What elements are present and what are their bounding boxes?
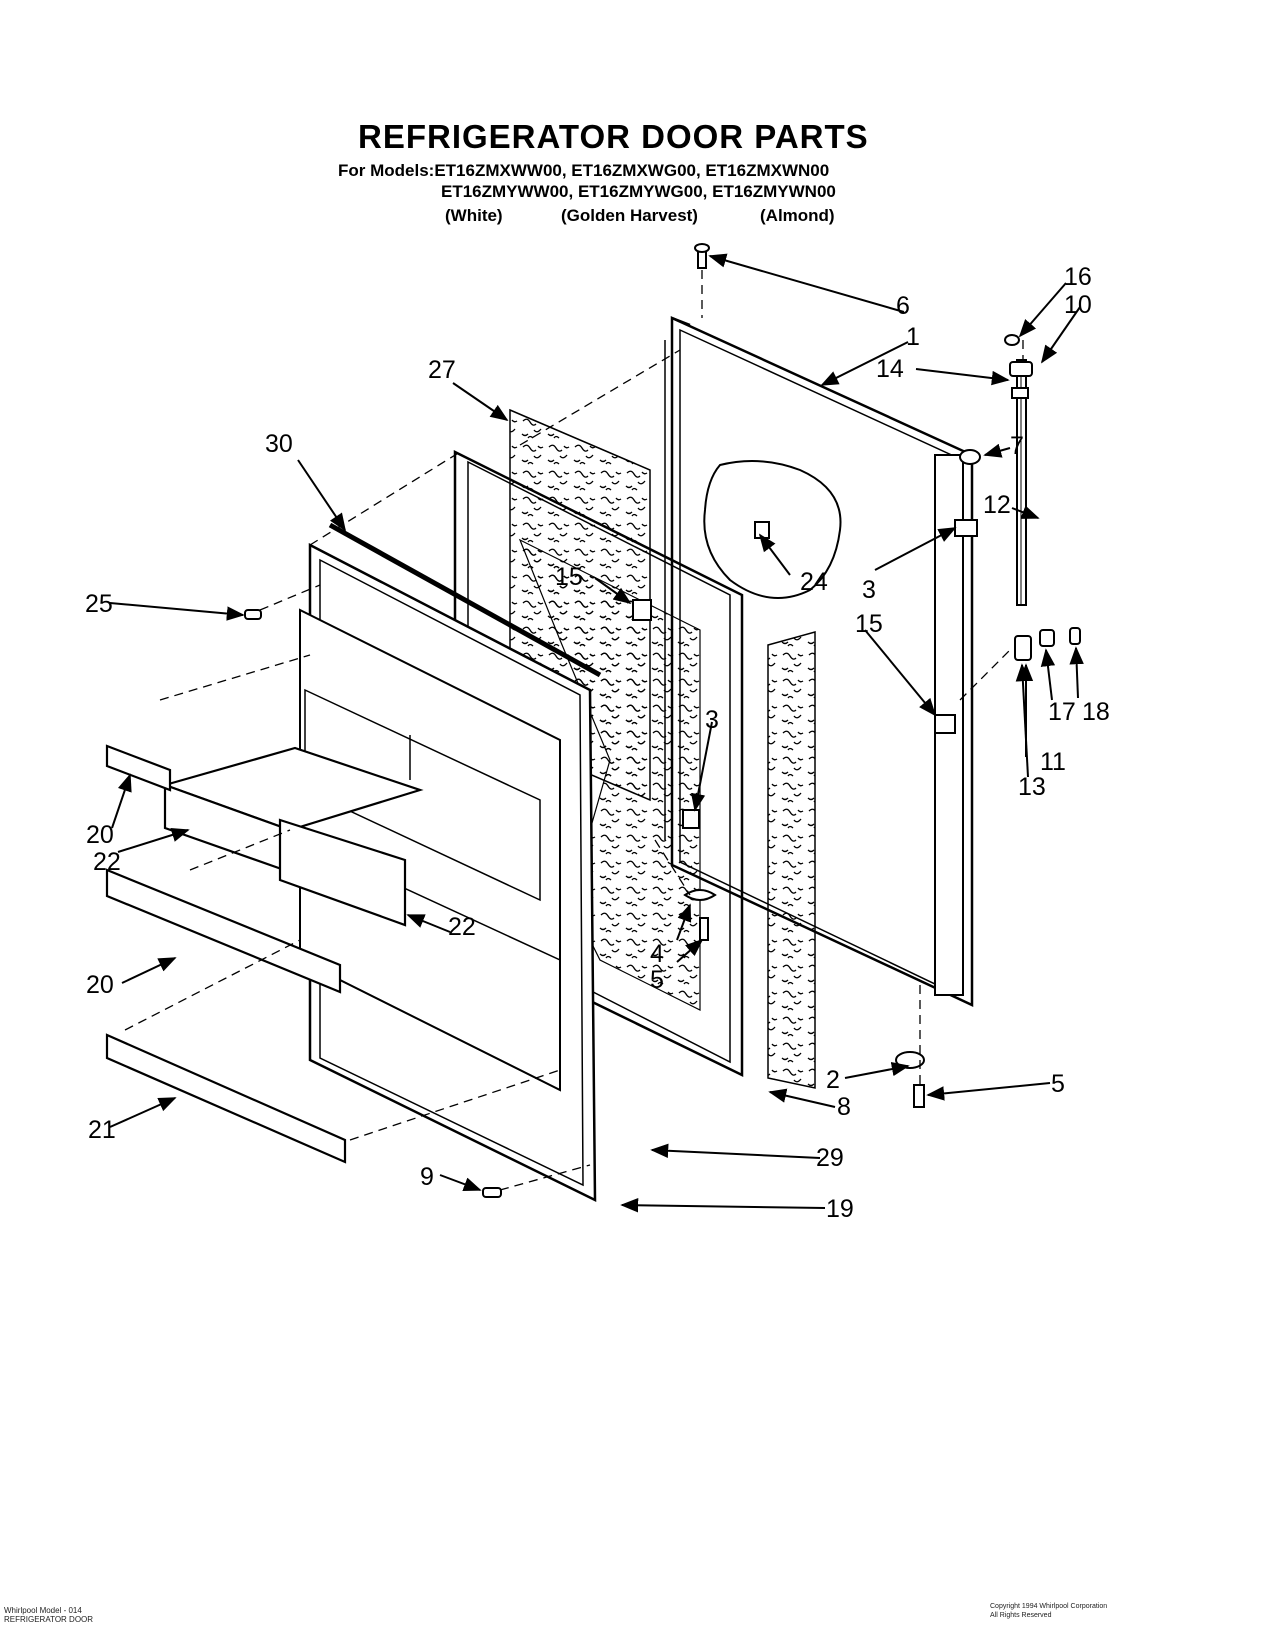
callout-17: 17 xyxy=(1048,698,1076,726)
outer-door-panel xyxy=(664,316,974,1007)
alignment-lines xyxy=(124,270,1024,1191)
shelf-retainer-bars xyxy=(105,744,342,994)
color-white: (White) xyxy=(445,206,503,225)
callout-30: 30 xyxy=(265,430,293,458)
model-line-1: For Models:ET16ZMXWW00, ET16ZMXWG00, ET1… xyxy=(338,161,830,180)
callout-3-hinge: 3 xyxy=(862,576,876,604)
callout-2: 2 xyxy=(826,1066,840,1094)
footer-right-line-2: All Rights Reserved xyxy=(990,1612,1052,1619)
liner-trim-strip xyxy=(328,522,602,678)
foam-insulation-right xyxy=(767,631,816,1089)
callout-5-right: 5 xyxy=(1051,1070,1065,1098)
callout-20-lower: 20 xyxy=(86,971,114,999)
callout-21: 21 xyxy=(88,1116,116,1144)
upper-door-shelf xyxy=(161,746,424,874)
callout-6: 6 xyxy=(896,292,910,320)
callout-15-left: 15 xyxy=(555,563,583,591)
color-almond: (Almond) xyxy=(760,206,835,225)
leader-lines xyxy=(109,253,1084,1213)
callout-11: 11 xyxy=(1040,748,1066,776)
middle-door-shelf xyxy=(278,818,407,927)
callout-1: 1 xyxy=(906,323,920,351)
footer-left-line-1: Whirlpool Model - 014 xyxy=(4,1606,82,1615)
callout-24: 24 xyxy=(800,568,828,596)
footer-copyright: Copyright 1994 Whirlpool Corporation All… xyxy=(990,1602,1107,1620)
callout-3-lower: 3 xyxy=(705,706,719,734)
callout-8: 8 xyxy=(837,1093,851,1121)
inner-door-liner xyxy=(299,542,597,1203)
callout-29: 29 xyxy=(816,1144,844,1172)
hinge-assembly xyxy=(244,243,1081,1198)
callout-20-upper: 20 xyxy=(86,821,114,849)
callout-5-lower: 5 xyxy=(650,966,664,994)
color-golden-harvest: (Golden Harvest) xyxy=(561,206,698,225)
callout-27: 27 xyxy=(428,356,456,384)
model-line-2: ET16ZMYWW00, ET16ZMYWG00, ET16ZMYWN00 xyxy=(441,182,836,201)
callout-19: 19 xyxy=(826,1195,854,1223)
footer-right-line-1: Copyright 1994 Whirlpool Corporation xyxy=(990,1603,1108,1610)
callout-4: 4 xyxy=(650,940,664,968)
callout-18: 18 xyxy=(1082,698,1110,726)
callout-9: 9 xyxy=(420,1163,434,1191)
callout-22-left: 22 xyxy=(93,848,121,876)
footer-left-note: Whirlpool Model - 014 REFRIGERATOR DOOR xyxy=(4,1606,93,1624)
callout-13: 13 xyxy=(1018,773,1046,801)
callout-7: 7 xyxy=(1010,432,1024,460)
callout-25: 25 xyxy=(85,590,113,618)
callout-12: 12 xyxy=(983,491,1011,519)
page-title: REFRIGERATOR DOOR PARTS xyxy=(358,118,869,155)
bottom-trim-rail xyxy=(105,1033,347,1164)
callout-15-right: 15 xyxy=(855,610,883,638)
callout-22-right: 22 xyxy=(448,913,476,941)
callout-10: 10 xyxy=(1064,291,1092,319)
callout-16: 16 xyxy=(1064,263,1092,291)
model-list: For Models:ET16ZMXWW00, ET16ZMXWG00, ET1… xyxy=(338,160,836,202)
footer-left-line-2: REFRIGERATOR DOOR xyxy=(4,1615,94,1624)
callout-14: 14 xyxy=(876,355,904,383)
door-panel-cutaway xyxy=(703,460,842,599)
